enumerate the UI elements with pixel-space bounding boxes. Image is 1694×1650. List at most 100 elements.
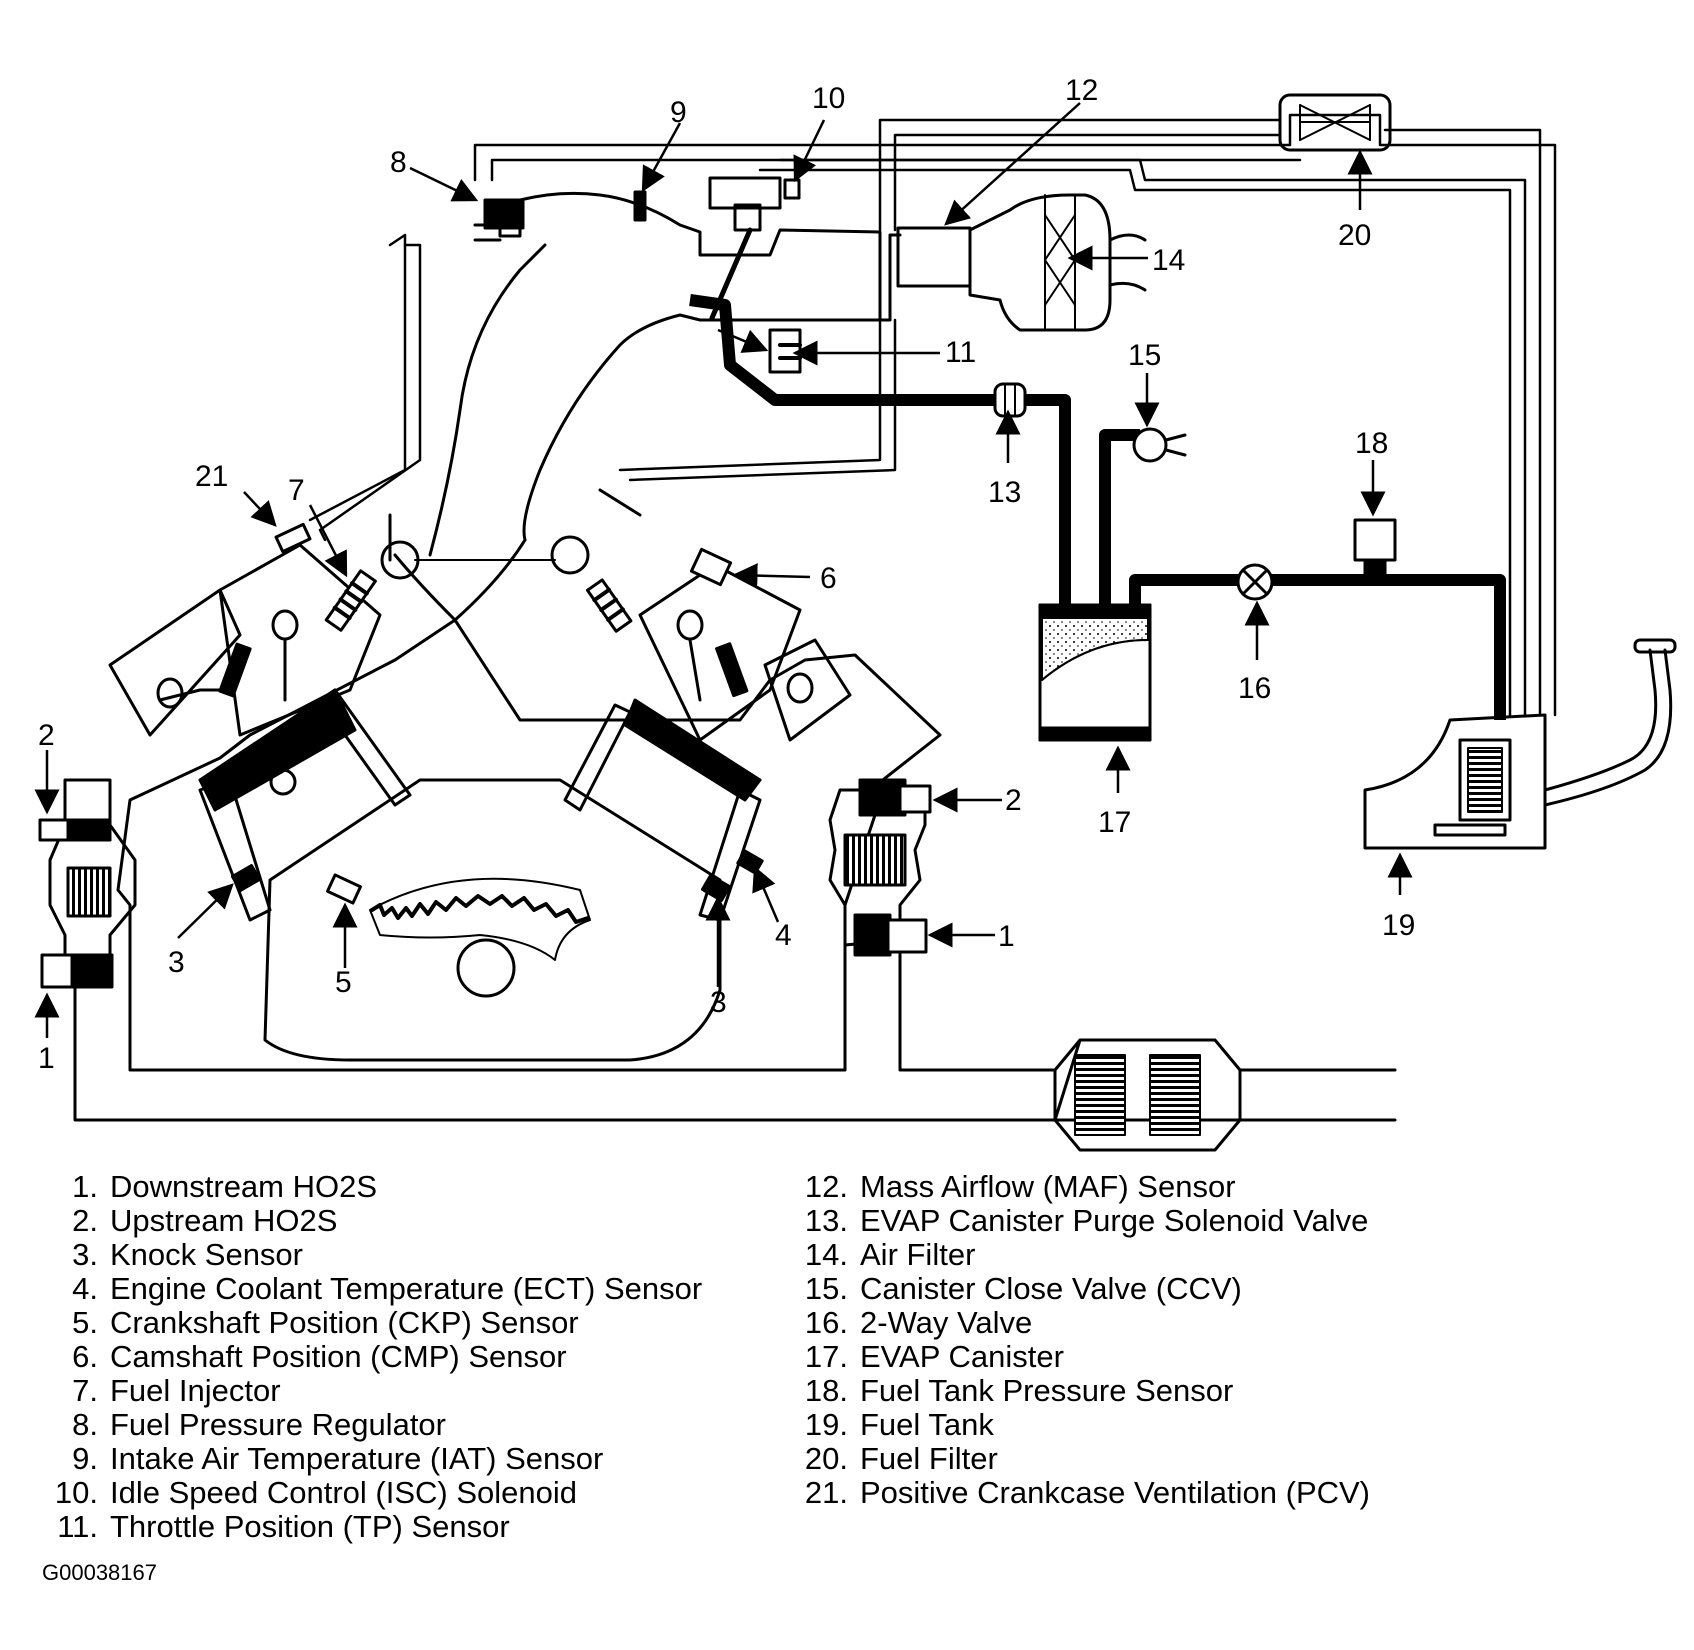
legend-item: 3. Knock Sensor [40, 1238, 303, 1272]
legend-item: 20.Fuel Filter [790, 1442, 998, 1476]
legend-number: 9. [72, 1441, 98, 1476]
legend-label: Knock Sensor [110, 1237, 303, 1272]
callout-9: 9 [670, 96, 687, 129]
left-cylinder-bank [108, 543, 412, 922]
fuel-filter [1278, 93, 1392, 152]
isc-solenoid [783, 178, 801, 200]
legend-label: Positive Crankcase Ventilation (PCV) [860, 1475, 1371, 1510]
legend-item: 9. Intake Air Temperature (IAT) Sensor [40, 1442, 603, 1476]
callout-6: 6 [820, 562, 837, 595]
callout-20: 20 [1338, 219, 1371, 252]
fuel-tank-pressure-sensor [1353, 518, 1397, 576]
callout-labels: 1 1 2 2 3 3 4 5 6 7 8 9 10 11 12 13 14 1… [38, 74, 1415, 1075]
fuel-injector-right [585, 578, 633, 633]
legend-number: 3. [72, 1237, 98, 1272]
tp-sensor [768, 328, 802, 374]
evap-purge-line [689, 294, 1506, 720]
legend-label: Fuel Injector [110, 1373, 281, 1408]
legend-number: 18. [804, 1373, 848, 1408]
canister-close-valve [1132, 427, 1187, 463]
legend-item: 13.EVAP Canister Purge Solenoid Valve [790, 1204, 1368, 1238]
legend-number: 16. [804, 1305, 848, 1340]
legend-item: 17.EVAP Canister [790, 1340, 1064, 1374]
legend-item: 16.2-Way Valve [790, 1306, 1032, 1340]
ect-sensor [736, 849, 764, 875]
callout-8: 8 [390, 146, 407, 179]
callout-3-right: 3 [710, 986, 727, 1019]
legend-number: 19. [804, 1407, 848, 1442]
legend-item: 10. Idle Speed Control (ISC) Solenoid [40, 1476, 577, 1510]
legend-item: 7. Fuel Injector [40, 1373, 281, 1408]
legend-item: 1.Downstream HO2S [40, 1170, 377, 1204]
exhaust-system [38, 778, 1397, 1152]
engine-block [116, 618, 942, 1072]
legend-number: 15. [804, 1271, 848, 1306]
engine-control-system-diagram: 1 1 2 2 3 3 4 5 6 7 8 9 10 11 12 13 14 1… [34, 74, 1677, 1152]
legend-item: 2. Upstream HO2S [40, 1204, 337, 1238]
fuel-tank [1363, 638, 1677, 850]
legend-item: 5.Crankshaft Position (CKP) Sensor [40, 1306, 579, 1340]
legend-item: 6. Camshaft Position (CMP) Sensor [40, 1339, 567, 1374]
callout-4: 4 [775, 919, 792, 952]
legend-item: 15. Canister Close Valve (CCV) [790, 1272, 1242, 1306]
crankshaft-journal [456, 938, 516, 998]
legend-number: 7. [72, 1373, 98, 1408]
ckp-sensor [326, 873, 362, 905]
legend-number: 6. [72, 1339, 98, 1374]
legend-label: Upstream HO2S [110, 1203, 338, 1238]
fuel-lines [308, 113, 1557, 717]
spark-plug-left [218, 642, 252, 698]
callout-1-right: 1 [998, 920, 1015, 953]
air-intake [878, 193, 1147, 332]
legend-number: 1. [72, 1169, 98, 1204]
cmp-sensor [689, 547, 733, 587]
pcv-valve [274, 522, 312, 554]
knock-sensor-left [230, 864, 262, 892]
callout-18: 18 [1355, 427, 1388, 460]
fuel-injector-left [324, 569, 377, 632]
intake-manifold [380, 191, 882, 622]
callout-12: 12 [1065, 74, 1098, 107]
legend-label: Mass Airflow (MAF) Sensor [860, 1169, 1236, 1204]
legend-number: 8. [72, 1407, 98, 1442]
legend-item: 8.Fuel Pressure Regulator [40, 1408, 446, 1442]
legend-item: 21. Positive Crankcase Ventilation (PCV) [790, 1476, 1370, 1510]
evap-canister [1038, 603, 1152, 742]
throttle-body [708, 176, 782, 321]
legend-label: Idle Speed Control (ISC) Solenoid [110, 1475, 577, 1510]
two-way-valve [1236, 563, 1274, 601]
legend-label: Camshaft Position (CMP) Sensor [110, 1339, 567, 1374]
figure-id: G00038167 [42, 1560, 157, 1585]
callout-19: 19 [1382, 909, 1415, 942]
iat-sensor [633, 190, 647, 222]
callout-15: 15 [1128, 339, 1161, 372]
legend-number: 14. [804, 1237, 848, 1272]
legend-label: Fuel Filter [860, 1441, 998, 1476]
callout-2-right: 2 [1005, 784, 1022, 817]
legend-number: 5. [72, 1305, 98, 1340]
legend-item: 14.Air Filter [790, 1237, 976, 1272]
legend-label: Throttle Position (TP) Sensor [110, 1509, 510, 1544]
legend-item: 11. Throttle Position (TP) Sensor [40, 1510, 510, 1544]
legend-number: 11. [57, 1509, 98, 1544]
callout-16: 16 [1238, 672, 1271, 705]
callout-1-left: 1 [38, 1042, 55, 1075]
legend-number: 12. [804, 1169, 848, 1204]
callout-13: 13 [988, 476, 1021, 509]
callout-7: 7 [288, 474, 305, 507]
legend-label: EVAP Canister Purge Solenoid Valve [860, 1203, 1369, 1238]
legend-number: 17. [804, 1339, 848, 1374]
callout-21: 21 [195, 460, 228, 493]
legend-number: 2. [72, 1203, 98, 1238]
legend-label: Canister Close Valve (CCV) [860, 1271, 1242, 1306]
legend-item: 12. Mass Airflow (MAF) Sensor [790, 1170, 1236, 1204]
fuel-pressure-regulator [473, 198, 525, 242]
callout-5: 5 [335, 966, 352, 999]
callout-10: 10 [812, 82, 845, 115]
legend-number: 21. [804, 1475, 848, 1510]
legend-number: 10. [54, 1475, 98, 1510]
callout-14: 14 [1152, 244, 1185, 277]
legend-item: 19.Fuel Tank [790, 1408, 994, 1442]
legend-label: Intake Air Temperature (IAT) Sensor [110, 1441, 604, 1476]
callout-11: 11 [945, 336, 976, 369]
